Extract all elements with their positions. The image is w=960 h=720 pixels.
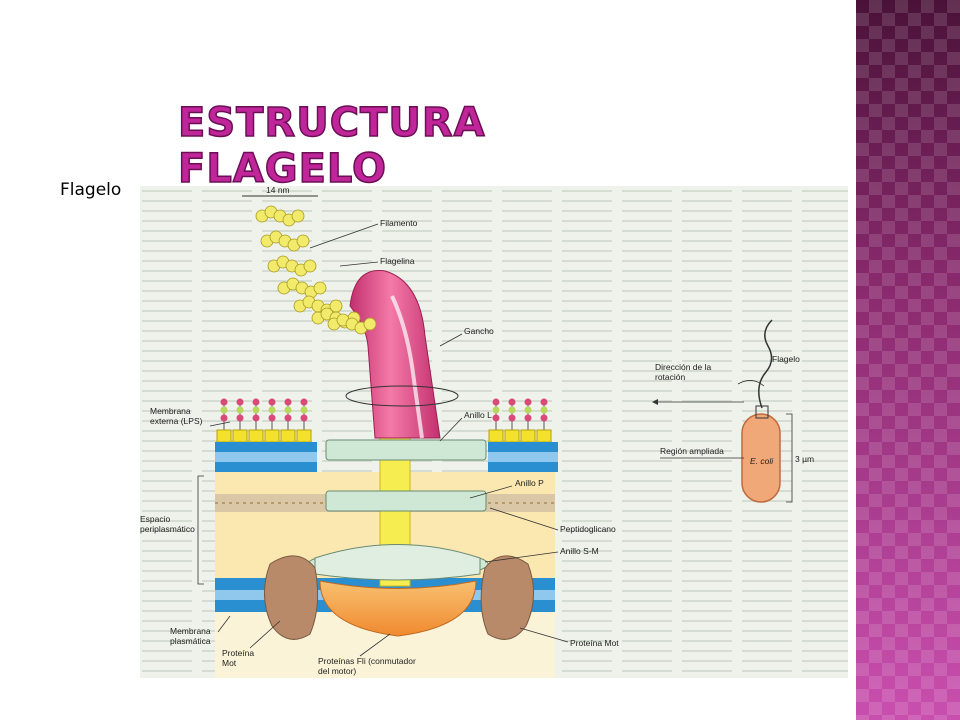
lps-block [520,429,536,443]
flagellum-figure: 14 nm Filamento Flagelina Gancho Anillo … [140,186,848,678]
lps-sugar [492,406,500,414]
lps-sugar [236,414,244,422]
lps-sugar [284,398,292,406]
lps-sugar [540,398,548,406]
label-inset-direccion: Dirección de la rotación [655,362,712,382]
lps-sugar [252,398,260,406]
inset-rotation-arrow [737,380,765,387]
label-anillo-p: Anillo P [515,478,544,488]
inset-pointer-head [652,399,658,405]
lps-sugar [252,406,260,414]
rotation-arrow [345,385,459,407]
lps-sugar [508,406,516,414]
flagellin-bead [313,281,327,295]
lps-sugar [284,414,292,422]
p-ring [325,490,487,512]
figure-caption: Flagelo [60,180,122,200]
lps-block [536,429,552,443]
lps-block [216,429,232,443]
lps-sugar [220,406,228,414]
decorative-side-band [856,0,960,720]
label-proteinas-fli: Proteínas Fli (conmutador del motor) [318,656,416,676]
inset-region-box [755,405,769,419]
lps-block [280,429,296,443]
slide-title: ESTRUCTURA FLAGELO [177,99,486,193]
sm-ring-top [314,544,481,581]
label-inset-direccion-box: Dirección de la rotación [655,362,712,382]
lps-sugar [508,414,516,422]
lps-sugar [268,406,276,414]
lps-block [296,429,312,443]
label-membrana-externa-box: Membrana externa (LPS) [150,406,203,426]
flagellin-bead [296,234,310,248]
lps-sugar [492,398,500,406]
lps-block [248,429,264,443]
label-filamento: Filamento [380,218,418,228]
fli-switch-proteins [319,580,477,637]
lps-sugar [300,398,308,406]
lps-sugar [524,398,532,406]
hook-highlight [390,295,424,439]
lps-sugar [540,406,548,414]
label-espacio-box: Espacio periplasmático [140,514,195,534]
lps-sugar [524,414,532,422]
lps-sugar [540,414,548,422]
lps-sugar [284,406,292,414]
inset-size-bracket [786,413,793,503]
lps-sugar [236,406,244,414]
label-membrana-plasmatica-box: Membrana plasmática [170,626,211,646]
label-proteina-mot-left: Proteína Mot [222,648,255,668]
flagellin-bead [363,317,377,331]
lps-block [264,429,280,443]
outer-membrane-core-left [215,452,317,462]
lps-sugar [300,414,308,422]
label-membrana-plasmatica: Membrana plasmática [170,626,211,646]
lps-block [232,429,248,443]
flagellin-filament [255,205,377,335]
lps-sugar [508,398,516,406]
label-gancho: Gancho [464,326,494,336]
scale-label: 14 nm [266,186,290,195]
outer-membrane-core-right [488,452,558,462]
lps-sugar [220,414,228,422]
lps-sugar [268,398,276,406]
label-anillo-sm: Anillo S-M [560,546,599,556]
flagellin-bead [291,209,305,223]
label-anillo-l: Anillo L [464,410,492,420]
mot-protein-left [263,555,319,640]
leader-lines [197,223,569,657]
flagellin-bead [303,259,317,273]
label-espacio-periplasmatico: Espacio periplasmático [140,514,195,534]
lps-sugar [524,406,532,414]
label-inset-size: 3 µm [795,454,814,464]
label-inset-region: Región ampliada [660,446,724,456]
label-flagelina: Flagelina [380,256,415,266]
lps-sugar [492,414,500,422]
lps-block [488,429,504,443]
outer-membrane-blocks [216,429,552,443]
lps-block [504,429,520,443]
lps-sugar [268,414,276,422]
l-ring [325,439,487,461]
label-peptidoglicano: Peptidoglicano [560,524,616,534]
inset-ecoli: Flagelo Dirección de la rotación Región … [652,319,814,503]
lps-molecules [220,398,548,430]
label-inset-flagelo: Flagelo [772,354,800,364]
label-fli-box: Proteínas Fli (conmutador del motor) [318,656,416,676]
label-mot-left-box: Proteína Mot [222,648,255,668]
label-membrana-externa: Membrana externa (LPS) [150,406,203,426]
lps-sugar [300,406,308,414]
lps-sugar [220,398,228,406]
flagellum-diagram: 14 nm Filamento Flagelina Gancho Anillo … [140,186,848,678]
label-inset-ecoli: E. coli [750,456,774,466]
label-proteina-mot-right: Proteína Mot [570,638,619,648]
lps-sugar [252,414,260,422]
mot-protein-right [480,555,535,640]
lps-sugar [236,398,244,406]
inset-flagellum [758,319,773,409]
